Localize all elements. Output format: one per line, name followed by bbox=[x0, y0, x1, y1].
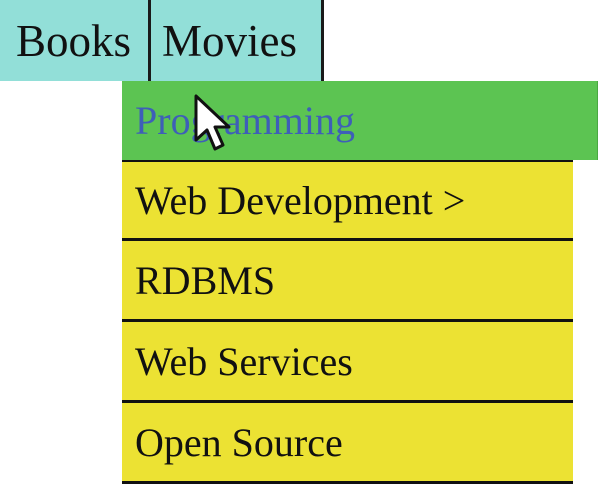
menu-item-programming[interactable]: Programming bbox=[122, 81, 598, 160]
menu-item-label: Web Services bbox=[135, 338, 353, 384]
menu-item-open-source[interactable]: Open Source bbox=[122, 403, 573, 484]
menu-item-label: Web Development > bbox=[135, 177, 466, 223]
menubar: Books Movies bbox=[0, 0, 324, 81]
menu-item-web-services[interactable]: Web Services bbox=[122, 322, 573, 403]
menu-item-web-development[interactable]: Web Development > bbox=[122, 160, 573, 241]
menu-books[interactable]: Books bbox=[0, 0, 151, 81]
dropdown-menu: Programming Web Development > RDBMS Web … bbox=[122, 81, 598, 484]
menu-item-label: Open Source bbox=[135, 419, 343, 465]
menu-movies-label: Movies bbox=[162, 15, 297, 66]
menu-item-label: RDBMS bbox=[135, 257, 276, 303]
menu-books-label: Books bbox=[16, 15, 132, 66]
menu-item-rdbms[interactable]: RDBMS bbox=[122, 241, 573, 322]
menu-item-label: Programming bbox=[135, 98, 355, 143]
menu-movies[interactable]: Movies bbox=[151, 0, 324, 81]
